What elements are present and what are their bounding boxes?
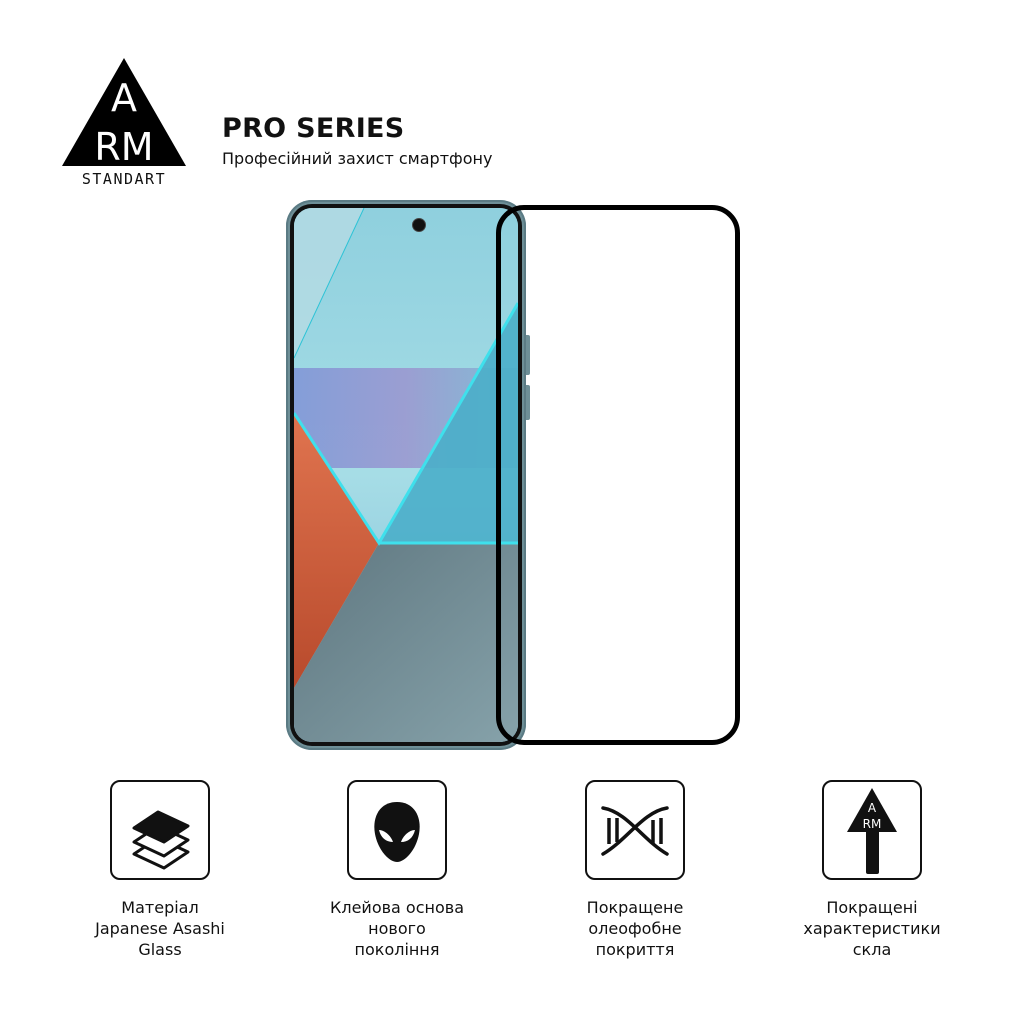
svg-text:A: A <box>111 76 137 120</box>
feature-oleophobic: Покращене олеофобне покриття <box>535 780 735 960</box>
svg-text:RM: RM <box>863 817 882 831</box>
arm-arrow-up-icon: A RM <box>847 788 897 874</box>
feature-glass-strength: A RM Покращені характеристики скла <box>772 780 972 960</box>
screen-protector-glass <box>496 205 740 745</box>
svg-text:RM: RM <box>94 125 153 168</box>
page-title: PRO SERIES <box>222 113 405 144</box>
phone-image <box>286 200 530 750</box>
svg-text:A: A <box>868 801 877 815</box>
wallpaper-graphic <box>294 208 518 742</box>
brand-logo: A RM STANDART <box>60 56 188 188</box>
volume-button <box>526 335 530 375</box>
power-button <box>526 385 530 420</box>
features-row: Матеріал Japanese Asashi Glass Клейова о… <box>0 780 1024 980</box>
page-subtitle: Професійний захист смартфону <box>222 149 493 168</box>
feature-label: Покращені характеристики скла <box>803 898 941 959</box>
front-camera <box>412 218 426 232</box>
logo-wordmark: STANDART <box>81 170 167 188</box>
feature-label: Матеріал Japanese Asashi Glass <box>95 898 225 959</box>
logo-triangle-icon: A RM <box>62 58 186 168</box>
feature-adhesive: Клейова основа нового покоління <box>297 780 497 960</box>
phone-screen <box>294 208 518 742</box>
feature-icon-box: A RM <box>822 780 922 880</box>
feature-icon-box <box>110 780 210 880</box>
feature-label: Клейова основа нового покоління <box>329 898 464 959</box>
feature-icon-box <box>585 780 685 880</box>
glass-fill <box>535 210 735 740</box>
layers-icon <box>132 810 190 870</box>
feature-icon-box <box>347 780 447 880</box>
spider-mask-icon <box>374 802 420 862</box>
oleophobic-icon <box>601 806 669 856</box>
feature-material: Матеріал Japanese Asashi Glass <box>60 780 260 960</box>
feature-label: Покращене олеофобне покриття <box>586 898 684 959</box>
